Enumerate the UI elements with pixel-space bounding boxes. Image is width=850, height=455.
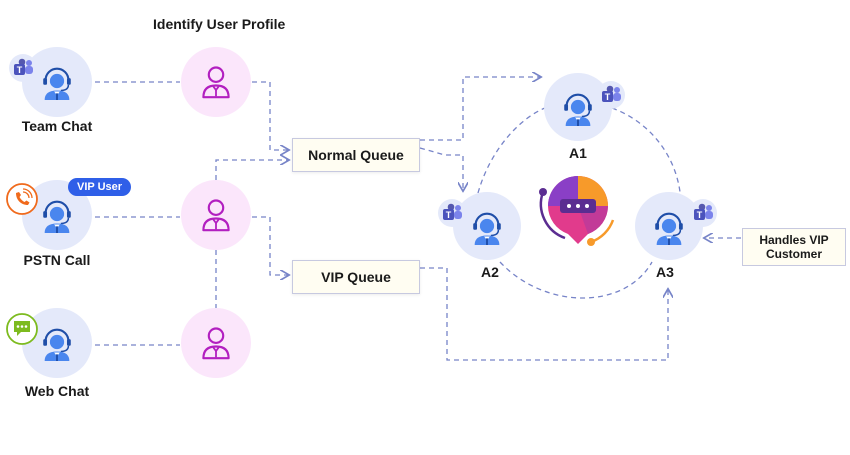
channel-pstn-call [6,180,92,250]
agent-label-a2: A2 [481,264,499,280]
note-line-1: Handles VIP [759,233,829,247]
ring-a2-a1 [477,107,546,194]
agent-label-a1: A1 [569,145,587,161]
connector-profile2-vip-queue [252,216,288,275]
teams-icon [689,199,717,227]
connector-profile1-normal-queue [252,81,288,150]
channel-label-web-chat: Web Chat [24,383,90,399]
note-line-2: Customer [765,247,822,261]
channel-label-team-chat: Team Chat [21,118,93,134]
phone-icon [6,183,38,215]
agent-label-a3: A3 [656,264,674,280]
connector-normal-queue-a1 [420,77,540,141]
normal-queue-box: Normal Queue [292,138,420,172]
vip-user-badge: VIP User [68,178,132,196]
profile-node-3 [181,308,251,378]
page-title: Identify User Profile [153,16,286,32]
ring-a2-a3 [499,261,653,299]
chat-icon [6,313,38,345]
profile-node-1 [181,47,251,117]
connector-lines [95,77,741,361]
teams-icon [438,199,466,227]
channel-team-chat [9,47,92,117]
agent-a2 [438,192,521,260]
connector-normal-queue-a2 [419,147,463,190]
contact-center-logo-icon [539,176,615,246]
teams-icon [9,54,37,82]
profile-node-2 [181,180,251,250]
channel-web-chat [6,308,92,378]
agent-a3 [635,192,717,260]
ring-a1-a3 [611,107,681,193]
vip-handler-note: Handles VIP Customer [742,228,846,266]
vip-queue-box: VIP Queue [292,260,420,294]
channel-label-pstn-call: PSTN Call [23,252,91,268]
agent-a1 [544,73,625,141]
connector-to-normal-queue-upper [215,160,288,180]
connector-vip-queue-a3 [420,267,668,361]
teams-icon [597,81,625,109]
